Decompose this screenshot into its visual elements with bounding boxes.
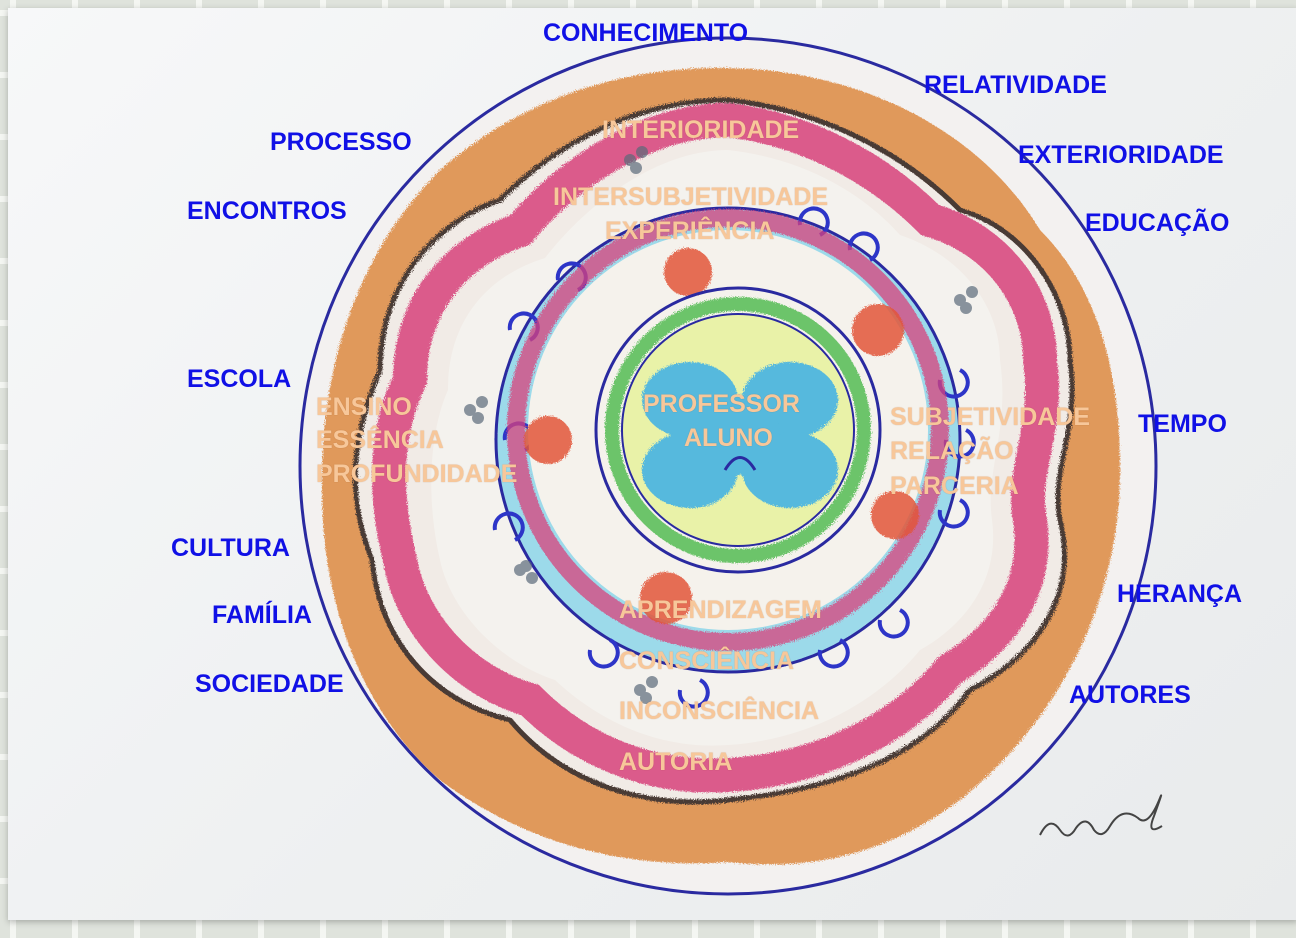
word-experiencia: EXPERIÊNCIA — [605, 219, 774, 244]
word-processo: PROCESSO — [270, 130, 412, 155]
word-interioridade: INTERIORIDADE — [602, 118, 799, 143]
word-relacao: RELAÇÃO — [890, 439, 1014, 464]
word-consciencia: CONSCIÊNCIA — [619, 649, 794, 674]
signature-scribble — [1040, 795, 1162, 835]
word-relatividade: RELATIVIDADE — [924, 73, 1107, 98]
word-cultura: CULTURA — [171, 536, 290, 561]
word-professor: PROFESSOR — [643, 392, 800, 417]
word-autores: AUTORES — [1069, 683, 1191, 708]
word-parceria: PARCERIA — [890, 474, 1019, 499]
word-familia: FAMÍLIA — [212, 603, 312, 628]
word-escola: ESCOLA — [187, 367, 291, 392]
word-profundidade: PROFUNDIDADE — [316, 462, 517, 487]
word-intersubjetividade: INTERSUBJETIVIDADE — [553, 185, 828, 210]
word-heranca: HERANÇA — [1117, 582, 1242, 607]
word-ensino: ENSINO — [316, 395, 412, 420]
word-conhecimento: CONHECIMENTO — [543, 21, 748, 46]
word-aprendizagem: APRENDIZAGEM — [619, 598, 822, 623]
word-essencia: ESSÊNCIA — [316, 428, 444, 453]
word-sociedade: SOCIEDADE — [195, 672, 344, 697]
word-aluno: ALUNO — [684, 426, 773, 451]
word-inconsciencia: INCONSCIÊNCIA — [619, 699, 819, 724]
word-exterioridade: EXTERIORIDADE — [1018, 143, 1224, 168]
word-tempo: TEMPO — [1138, 412, 1227, 437]
word-encontros: ENCONTROS — [187, 199, 347, 224]
word-autoria: AUTORIA — [619, 750, 732, 775]
word-educacao: EDUCAÇÃO — [1085, 211, 1229, 236]
word-subjetividade: SUBJETIVIDADE — [890, 405, 1090, 430]
